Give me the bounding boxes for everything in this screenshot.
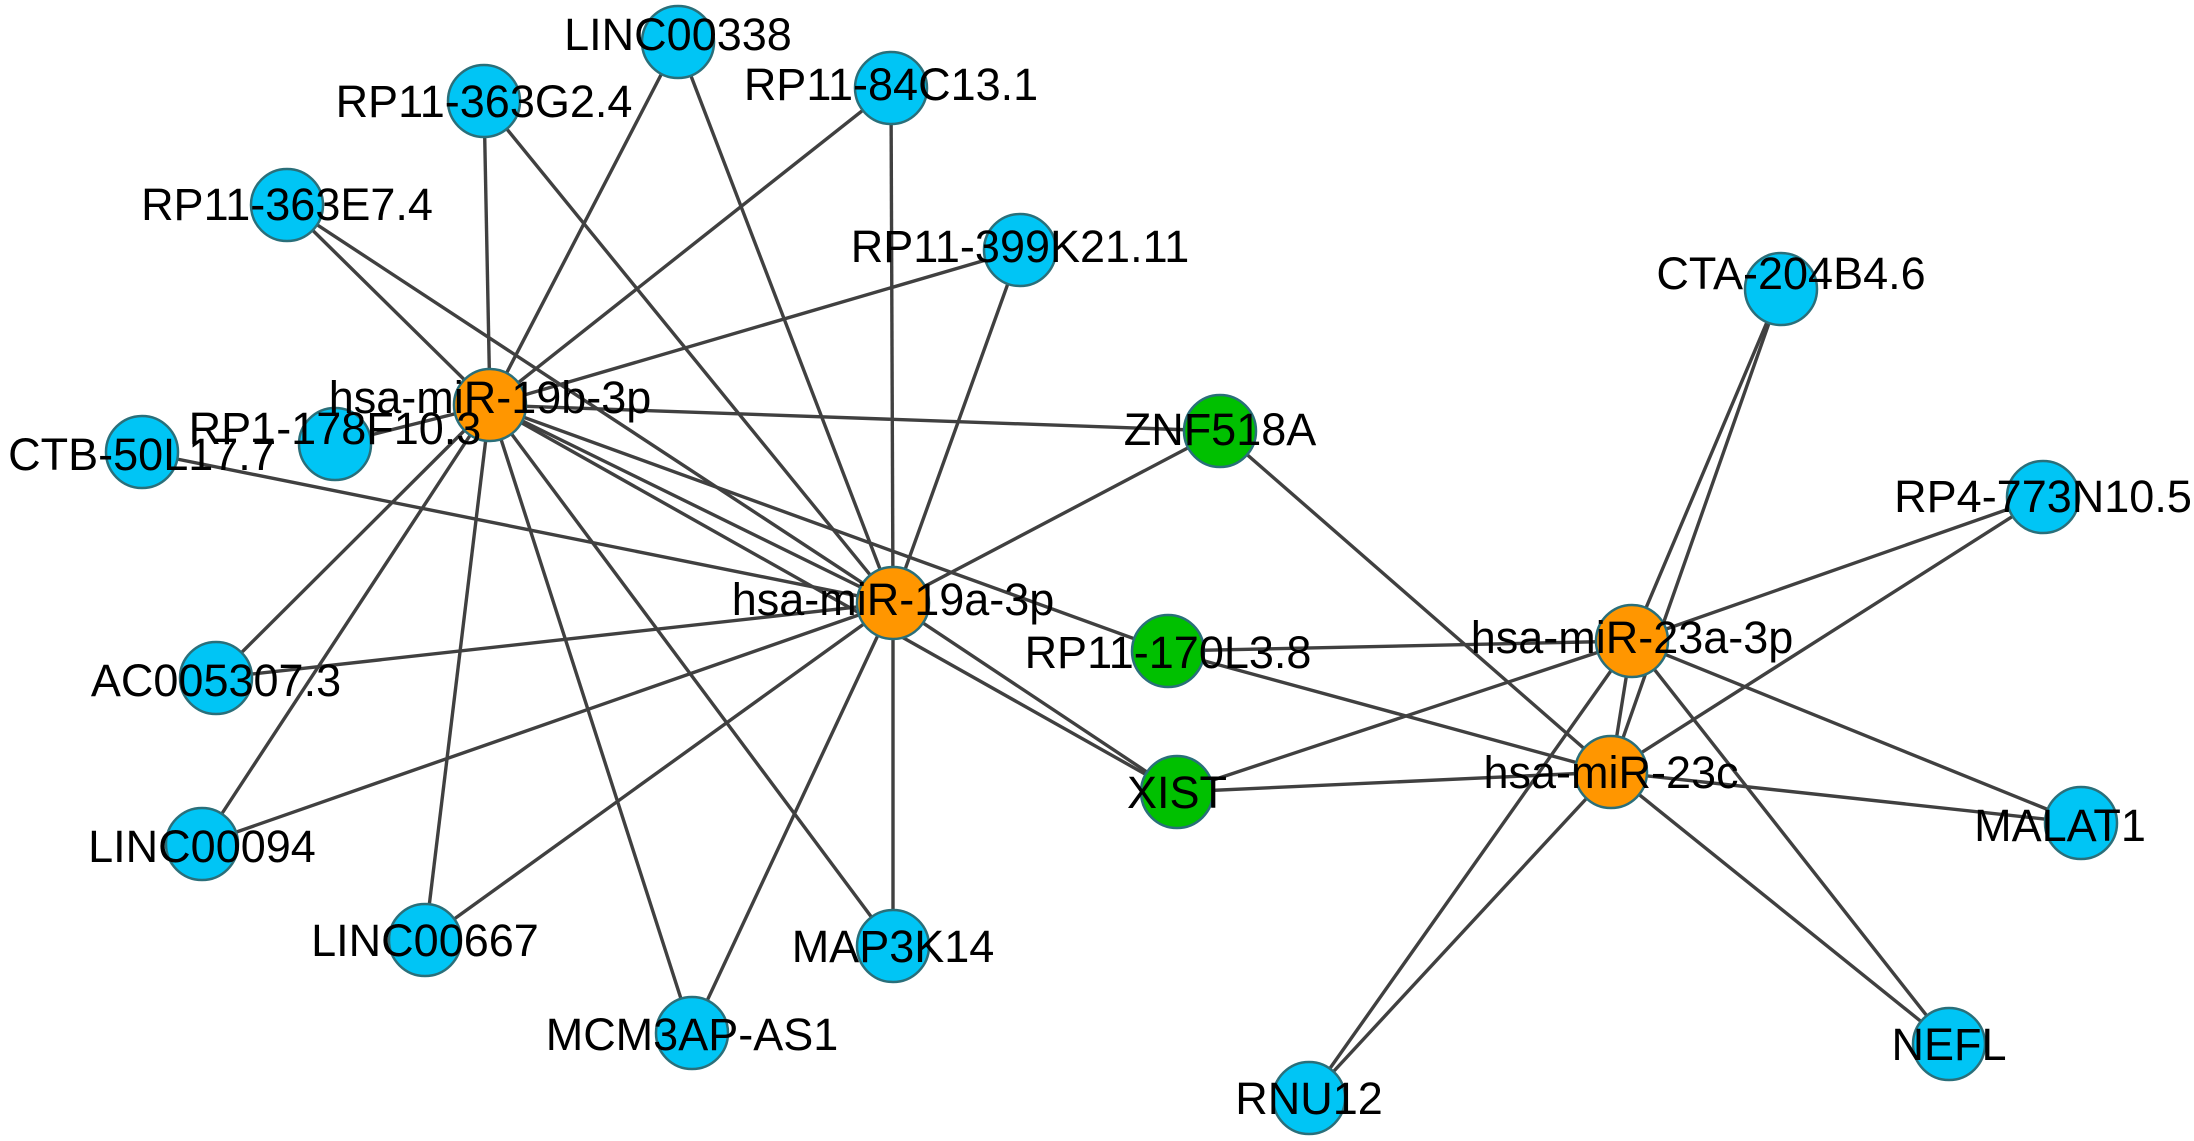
edge-hsa-miR-19a-3p-RP11-84C13.1 [889, 87, 895, 604]
node-label-hsa-mir-19a-3p: hsa-miR-19a-3p [732, 574, 1055, 625]
node-label-xist: XIST [1127, 767, 1227, 818]
edge-hsa-miR-19b-3p-MAP3K14 [488, 403, 895, 948]
edge-hsa-miR-19a-3p-RP11-363G2.4 [482, 99, 895, 605]
edge-hsa-miR-19b-3p-LINC00667 [423, 404, 492, 941]
node-xist[interactable] [1139, 754, 1215, 830]
node-label-hsa-mir-23c: hsa-miR-23c [1483, 747, 1738, 798]
node-rp1-178f10-3[interactable] [297, 406, 373, 482]
node-label-rp11-84c13-1: RP11-84C13.1 [744, 59, 1038, 110]
node-label-nefl: NEFL [1891, 1019, 2006, 1070]
node-znf518a[interactable] [1182, 393, 1258, 469]
edge-hsa-miR-23c-ZNF518A [1218, 429, 1613, 774]
node-hsa-mir-19b-3p[interactable] [452, 367, 528, 443]
edge-hsa-miR-19a-3p-MCM3AP-AS1 [690, 602, 895, 1034]
node-map3k14[interactable] [855, 908, 931, 984]
edge-hsa-miR-19a-3p-LINC00338 [676, 41, 895, 604]
edge-hsa-miR-19b-3p-RP11-363E7.4 [285, 203, 492, 407]
node-label-ac005307-3: AC005307.3 [91, 655, 341, 706]
edge-hsa-miR-19a-3p-XIST [892, 601, 1178, 794]
edge-hsa-miR-19b-3p-LINC00094 [200, 404, 492, 845]
node-ctb-50l17-7[interactable] [104, 414, 180, 490]
node-layer [104, 4, 2119, 1136]
edge-layer [141, 41, 2082, 1100]
edge-hsa-miR-23c-RP11-170L3.8 [1167, 649, 1612, 774]
edge-hsa-miR-23a-3p-RP11-170L3.8 [1167, 639, 1633, 653]
node-label-rp11-170l3-8: RP11-170L3.8 [1025, 627, 1312, 678]
edge-hsa-miR-19b-3p-ZNF518A [489, 403, 1221, 433]
node-nefl[interactable] [1911, 1006, 1987, 1082]
edge-hsa-miR-19a-3p-LINC00667 [424, 601, 894, 942]
node-label-malat1: MALAT1 [1974, 800, 2146, 851]
node-label-cta-204b4-6: CTA-204B4.6 [1656, 248, 1925, 299]
edge-hsa-miR-23c-CTA-204B4.6 [1609, 288, 1783, 773]
edge-hsa-miR-23c-RNU12 [1307, 770, 1613, 1100]
node-label-map3k14: MAP3K14 [792, 921, 995, 972]
edge-hsa-miR-19a-3p-ZNF518A [892, 429, 1221, 605]
node-linc00094[interactable] [164, 806, 240, 882]
edge-hsa-miR-23c-MALAT1 [1610, 770, 2082, 825]
node-label-ctb-50l17-7: CTB-50L17.7 [8, 429, 276, 480]
node-label-rp4-773n10-5: RP4-773N10.5 [1894, 471, 2192, 522]
node-malat1[interactable] [2043, 785, 2119, 861]
node-rp11-399k21-11[interactable] [982, 212, 1058, 288]
node-label-linc00667: LINC00667 [311, 915, 539, 966]
edge-hsa-miR-19b-3p-hsa-miR-19a-3p [489, 403, 894, 605]
edge-hsa-miR-23c-RP4-773N10.5 [1610, 495, 2044, 774]
node-rp4-773n10-5[interactable] [2005, 459, 2081, 535]
node-rp11-363e7-4[interactable] [249, 167, 325, 243]
edge-hsa-miR-23a-3p-RNU12 [1307, 640, 1634, 1099]
node-rp11-170l3-8[interactable] [1130, 613, 1206, 689]
node-linc00338[interactable] [640, 4, 716, 80]
node-mcm3ap-as1[interactable] [654, 995, 730, 1071]
node-rnu12[interactable] [1271, 1060, 1347, 1136]
edge-hsa-miR-19b-3p-MCM3AP-AS1 [488, 404, 694, 1034]
node-rp11-84c13-1[interactable] [853, 50, 929, 126]
node-hsa-mir-19a-3p[interactable] [855, 565, 931, 641]
node-rp11-363g2-4[interactable] [446, 63, 522, 139]
edge-hsa-miR-23a-3p-NEFL [1630, 639, 1951, 1046]
node-hsa-mir-23c[interactable] [1573, 734, 1649, 810]
edge-hsa-miR-19a-3p-RP11-399K21.11 [891, 249, 1022, 604]
edge-hsa-miR-19b-3p-RP11-170L3.8 [489, 403, 1169, 653]
node-hsa-mir-23a-3p[interactable] [1594, 603, 1670, 679]
node-linc00667[interactable] [387, 902, 463, 978]
node-label-hsa-mir-23a-3p: hsa-miR-23a-3p [1471, 612, 1794, 663]
node-label-hsa-mir-19b-3p: hsa-miR-19b-3p [329, 372, 652, 423]
node-cta-204b4-6[interactable] [1743, 251, 1819, 327]
edge-hsa-miR-19a-3p-CTB-50L17.7 [141, 450, 894, 605]
edge-hsa-miR-23c-NEFL [1609, 770, 1951, 1046]
edge-hsa-miR-23a-3p-CTA-204B4.6 [1630, 288, 1783, 642]
edge-hsa-miR-19a-3p-AC005307.3 [215, 601, 894, 680]
edge-hsa-miR-23a-3p-RP4-773N10.5 [1631, 495, 2044, 643]
node-label-linc00094: LINC00094 [88, 821, 316, 872]
node-label-rp11-363g2-4: RP11-363G2.4 [336, 76, 633, 127]
node-label-rnu12: RNU12 [1235, 1073, 1383, 1124]
node-ac005307-3[interactable] [178, 640, 254, 716]
edge-hsa-miR-23a-3p-MALAT1 [1631, 639, 2082, 825]
node-label-mcm3ap-as1: MCM3AP-AS1 [546, 1009, 839, 1060]
node-label-rp1-178f10-3: RP1-178F10.3 [189, 403, 482, 454]
node-label-znf518a: ZNF518A [1124, 404, 1317, 455]
node-label-rp11-399k21-11: RP11-399K21.11 [851, 221, 1190, 272]
edge-hsa-miR-19b-3p-RP11-84C13.1 [488, 86, 893, 407]
edge-hsa-miR-19b-3p-AC005307.3 [214, 403, 492, 680]
node-label-rp11-363e7-4: RP11-363E7.4 [141, 179, 433, 230]
edge-hsa-miR-19a-3p-RP11-363E7.4 [286, 203, 894, 605]
edge-hsa-miR-23c-XIST [1176, 770, 1612, 794]
edge-hsa-miR-19a-3p-LINC00094 [201, 601, 894, 846]
edge-hsa-miR-19b-3p-RP11-363G2.4 [482, 100, 492, 406]
edge-hsa-miR-19b-3p-RP11-399K21.11 [489, 248, 1021, 407]
edge-hsa-miR-19b-3p-XIST [489, 403, 1178, 794]
node-label-linc00338: LINC00338 [564, 9, 792, 60]
